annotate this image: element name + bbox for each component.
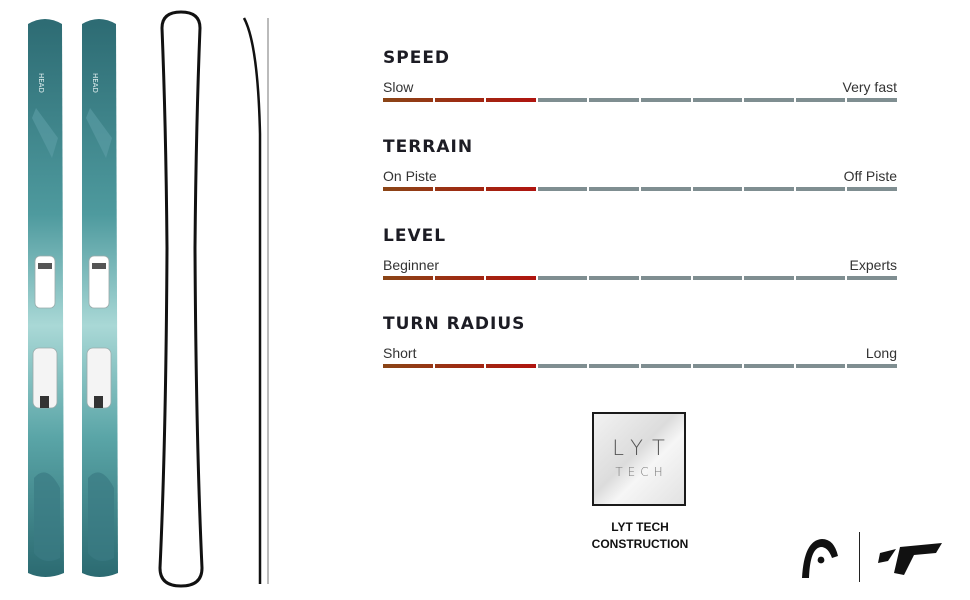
brand-divider (859, 532, 860, 582)
tech-logo-top: LYT (612, 436, 674, 460)
tech-logo-bottom: TECH (615, 465, 668, 479)
rating-terrain: TERRAIN On Piste Off Piste (383, 136, 897, 191)
rating-min-label: On Piste (383, 168, 437, 184)
rating-segment-empty (692, 364, 743, 368)
tech-caption-line2: CONSTRUCTION (591, 537, 689, 551)
rating-segment-empty (847, 276, 897, 280)
rating-segment-empty (692, 98, 743, 102)
rating-segment-empty (847, 187, 897, 191)
rating-segment-empty (589, 276, 639, 280)
rating-bar (383, 276, 897, 280)
ski-right-logo: HEAD (91, 73, 99, 93)
rating-segment-filled (486, 276, 536, 280)
rating-segment-filled (486, 364, 536, 368)
rating-bar (383, 98, 897, 102)
rating-segment-filled (434, 276, 485, 280)
rating-title: LEVEL (383, 226, 447, 246)
rating-bar (383, 187, 897, 191)
rating-max-label: Off Piste (843, 168, 897, 184)
rating-segment-filled (434, 187, 485, 191)
rating-level: LEVEL Beginner Experts (383, 225, 897, 280)
rating-segment-empty (589, 98, 639, 102)
rating-segment-empty (537, 98, 588, 102)
ski-left-logo: HEAD (37, 73, 45, 93)
rating-segment-filled (434, 98, 485, 102)
ski-profile-diagram (242, 17, 269, 584)
ski-right: HEAD (82, 19, 118, 577)
rating-segment-filled (486, 187, 536, 191)
rating-segment-empty (640, 276, 691, 280)
rating-segment-empty (744, 276, 794, 280)
rating-segment-empty (640, 364, 691, 368)
rating-max-label: Experts (849, 257, 897, 273)
rating-segment-empty (847, 364, 897, 368)
rating-min-label: Short (383, 345, 417, 361)
rating-max-label: Long (865, 345, 897, 361)
rating-segment-filled (383, 364, 433, 368)
rating-segment-empty (795, 98, 846, 102)
rating-segment-empty (589, 364, 639, 368)
rating-segment-filled (486, 98, 536, 102)
rating-segment-empty (692, 276, 743, 280)
rating-segment-empty (537, 187, 588, 191)
rating-turn-radius: TURN RADIUS Short Long (383, 313, 897, 368)
rating-min-label: Slow (383, 79, 414, 95)
rating-segment-empty (589, 187, 639, 191)
rating-segment-empty (692, 187, 743, 191)
rating-title: TURN RADIUS (383, 314, 526, 334)
lyt-tech-logo: LYT TECH (592, 412, 686, 506)
rating-segment-filled (383, 187, 433, 191)
rating-segment-empty (744, 98, 794, 102)
rating-segment-empty (847, 98, 897, 102)
rating-segment-filled (434, 364, 485, 368)
rating-speed: SPEED Slow Very fast (383, 47, 897, 102)
rating-segment-empty (744, 187, 794, 191)
rating-segment-filled (383, 276, 433, 280)
rating-bar (383, 364, 897, 368)
rating-segment-empty (795, 364, 846, 368)
rating-segment-empty (537, 364, 588, 368)
rating-segment-empty (744, 364, 794, 368)
rating-segment-filled (383, 98, 433, 102)
series-brand-logo-icon (878, 543, 942, 575)
rating-max-label: Very fast (842, 79, 897, 95)
ski-left: HEAD (28, 19, 64, 577)
rating-segment-empty (640, 187, 691, 191)
rating-title: TERRAIN (383, 137, 474, 157)
skis-product-image: HEAD HEAD (28, 19, 118, 577)
rating-segment-empty (795, 276, 846, 280)
rating-segment-empty (537, 276, 588, 280)
tech-caption-line1: LYT TECH (611, 520, 669, 534)
head-brand-logo-icon (802, 539, 838, 578)
rating-segment-empty (640, 98, 691, 102)
tech-caption: LYT TECH CONSTRUCTION (582, 519, 698, 553)
rating-title: SPEED (383, 48, 451, 68)
rating-segment-empty (795, 187, 846, 191)
rating-min-label: Beginner (383, 257, 440, 273)
ski-outline-diagram (158, 10, 204, 588)
